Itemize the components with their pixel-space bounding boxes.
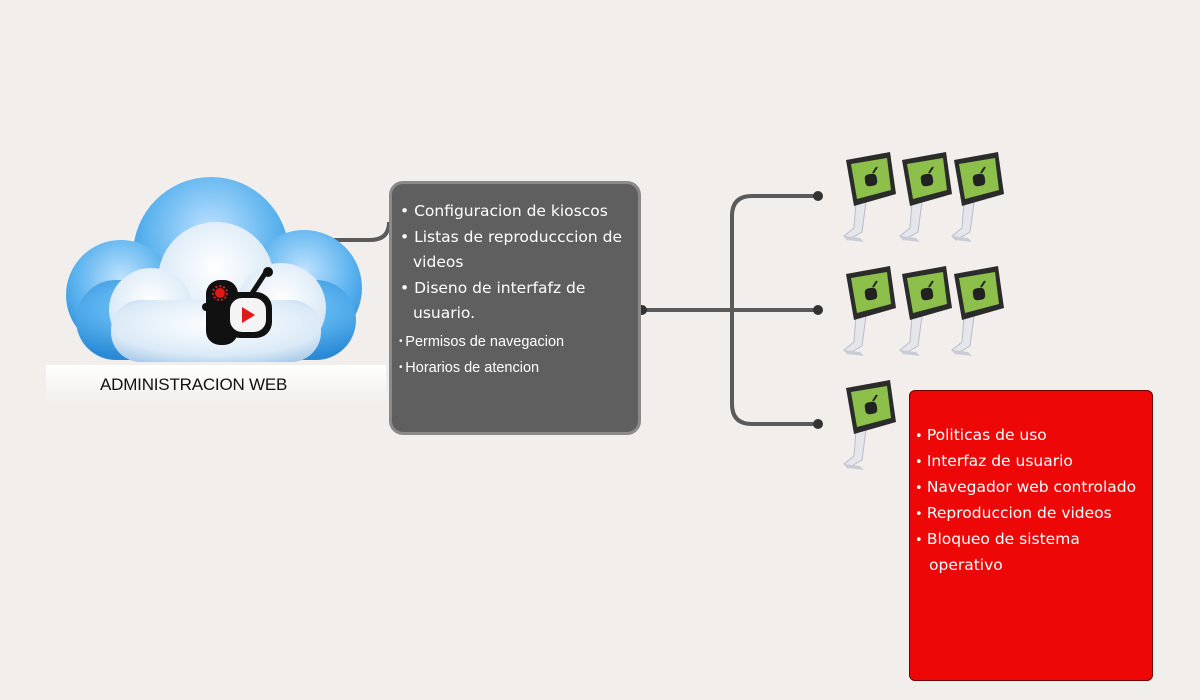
- kiosk-icon: [898, 150, 954, 245]
- cloud-label: ADMINISTRACION WEB: [100, 375, 288, 394]
- cloud-base-glow: [46, 365, 386, 405]
- admin-features-panel: Configuracion de kioscos Listas de repro…: [389, 181, 641, 435]
- kiosk-feature-item: Navegador web controlado: [915, 475, 1148, 501]
- kiosk-icon: [898, 264, 954, 359]
- kiosk-icon: [950, 150, 1006, 245]
- endpoint-dot-row-3: [813, 419, 823, 429]
- admin-feature-item: Configuracion de kioscos: [400, 199, 630, 225]
- cloud-graphic: [46, 160, 386, 405]
- endpoint-dot-row-1: [813, 191, 823, 201]
- admin-feature-item: Diseno de interfafz de usuario.: [400, 276, 630, 327]
- admin-feature-list: Configuracion de kioscos Listas de repro…: [392, 184, 638, 327]
- endpoint-dot-row-2: [813, 305, 823, 315]
- cloud-to-panel-line: [310, 221, 391, 242]
- kiosk-features-panel: Politicas de uso Interfaz de usuario Nav…: [909, 390, 1153, 681]
- admin-subfeature-item: Permisos de navegacion: [399, 329, 632, 355]
- kiosk-feature-item: Bloqueo de sistema operativo: [915, 527, 1148, 577]
- kiosk-feature-item: Interfaz de usuario: [915, 449, 1148, 475]
- branch-top-line: [730, 194, 818, 426]
- kiosk-feature-item: Reproduccion de videos: [915, 501, 1148, 527]
- admin-subfeature-list: Permisos de navegacion Horarios de atenc…: [392, 329, 638, 381]
- robot-play-icon: [202, 267, 273, 345]
- kiosk-icon: [842, 378, 898, 473]
- kiosk-icon: [950, 264, 1006, 359]
- admin-subfeature-item: Horarios de atencion: [399, 355, 632, 381]
- admin-feature-item: Listas de reproducccion de videos: [400, 225, 630, 276]
- kiosk-icon: [842, 264, 898, 359]
- kiosk-icon: [842, 150, 898, 245]
- kiosk-feature-item: Politicas de uso: [915, 423, 1148, 449]
- cloud-icon: [66, 177, 362, 362]
- kiosk-feature-list: Politicas de uso Interfaz de usuario Nav…: [910, 391, 1152, 577]
